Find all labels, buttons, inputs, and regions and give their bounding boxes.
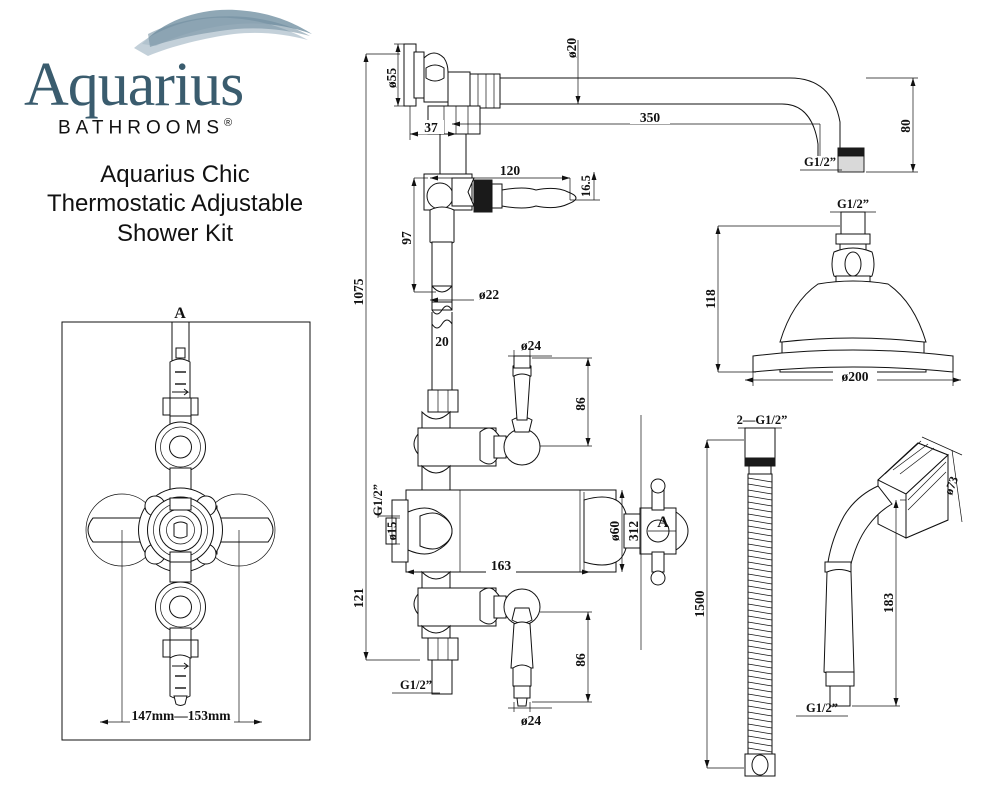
dim-inlet-diameter: ø15 [385, 517, 400, 545]
thread-label-arm-text: G1/2” [804, 155, 836, 169]
dim-total-height-label: 1075 [351, 278, 366, 305]
dim-handle-height-top: 86 [532, 357, 592, 447]
front-view-section-label: A [174, 305, 186, 322]
dim-shower-head-diameter-label: ø200 [842, 369, 869, 384]
dim-wall-offset: 37 [409, 106, 456, 140]
dim-arm-length-label: 350 [640, 110, 661, 125]
thread-label-outlet-text: G1/2” [400, 678, 432, 692]
dim-shower-head-height: 118 [703, 225, 840, 373]
dim-handle-height-top-label: 86 [573, 397, 588, 411]
dim-handset-head-diameter: ø73 [921, 436, 963, 523]
dim-arm-length: 350 [452, 110, 821, 156]
hose-coil-pattern [747, 477, 773, 753]
thread-label-inlet: G1/2” [371, 484, 400, 518]
brand-subtitle: BATHROOMS® [24, 117, 324, 139]
dim-total-height: 1075 [351, 53, 400, 530]
dim-shower-head-diameter: ø200 [745, 369, 961, 386]
brand-name: Aquarius [24, 51, 244, 119]
shower-head-thread-label: G1/2” [830, 197, 876, 213]
dim-riser-22-label: ø22 [479, 287, 500, 302]
dim-inlet-diameter-label: ø15 [385, 522, 399, 541]
dim-handle-offset: 16.5 [570, 172, 600, 201]
dim-riser-width-label: 20 [435, 334, 449, 349]
brand-subtitle-text: BATHROOMS [58, 117, 225, 139]
dim-shower-head-height-label: 118 [703, 289, 718, 309]
dim-handle-dia-bottom: ø24 [508, 702, 552, 728]
dim-hose-length-label: 1500 [692, 590, 707, 617]
front-upper-valve [155, 415, 206, 501]
dim-wall-offset-label: 37 [424, 120, 438, 135]
hose-thread-label: 2—G1/2” [737, 413, 788, 429]
dim-arm-drop-label: 80 [898, 119, 913, 133]
diverter-assembly [423, 173, 577, 311]
dim-valve-center-label: 312 [626, 521, 641, 542]
hose-diagram: 2—G1/2” 1500 [692, 413, 788, 777]
dim-upper-height-label: 97 [399, 231, 414, 245]
dim-handset-length: 183 [852, 499, 906, 707]
dim-valve-diameter-label: ø60 [607, 521, 622, 542]
front-lower-valve [155, 561, 206, 643]
product-title-line1: Aquarius Chic [100, 161, 250, 188]
shower-head-thread-text: G1/2” [837, 197, 869, 211]
dim-arm-drop: 80 [866, 77, 918, 173]
product-title: Aquarius Chic Thermostatic Adjustable Sh… [10, 160, 340, 248]
dim-hose-length: 1500 [692, 439, 744, 769]
dim-valve-diameter: ø60 [607, 490, 625, 572]
valve-assembly [385, 355, 689, 707]
main-section-marker: A [648, 514, 676, 532]
main-elevation-diagram: ø55 ø20 350 [351, 38, 918, 728]
dim-diverter-handle: 120 [430, 162, 571, 200]
hose-thread-text: 2—G1/2” [737, 413, 788, 427]
dim-handle-height-bottom-label: 86 [573, 653, 588, 667]
dim-handle-dia-bottom-label: ø24 [521, 713, 542, 728]
brand-logo: Aquarius BATHROOMS® [24, 4, 324, 139]
front-riser-top [162, 321, 199, 417]
dim-handset-length-label: 183 [881, 593, 896, 614]
dim-handle-height-bottom: 86 [532, 611, 592, 703]
dim-riser-22: ø22 [430, 287, 499, 303]
shower-arm-assembly [403, 43, 865, 175]
riser-pipe [431, 305, 453, 390]
wave-icon [134, 9, 312, 56]
dim-lower-height-label: 121 [351, 588, 366, 609]
registered-mark-icon: ® [224, 116, 233, 129]
dim-flange-diameter-label: ø55 [384, 68, 399, 89]
shower-head-diagram: G1/2” 118 ø200 [703, 197, 961, 386]
thread-label-inlet-text: G1/2” [371, 484, 385, 516]
front-width-dimension: 147mm—153mm [100, 530, 262, 725]
front-riser-bottom [162, 639, 199, 706]
dim-valve-width-label: 163 [491, 558, 512, 573]
dim-upper-height: 97 [399, 177, 436, 293]
dim-handle-offset-label: 16.5 [579, 175, 593, 197]
dim-valve-width: 163 [406, 558, 590, 575]
thread-label-arm: G1/2” [800, 155, 842, 171]
thread-label-outlet: G1/2” [392, 678, 440, 694]
dim-handle-dia-top-label: ø24 [521, 338, 542, 353]
dim-arm-diameter: ø20 [564, 38, 581, 104]
front-view-diagram: A [61, 305, 311, 741]
handset-thread-text: G1/2” [806, 701, 838, 715]
handset-thread-label: G1/2” [796, 701, 848, 717]
handset-diagram: ø73 183 G1/2” [796, 436, 963, 717]
product-title-line2: Thermostatic Adjustable [46, 190, 304, 218]
dim-arm-diameter-label: ø20 [564, 38, 579, 59]
main-section-label: A [657, 514, 669, 531]
dim-diverter-handle-label: 120 [500, 163, 521, 178]
dim-handset-head-diameter-label: ø73 [941, 474, 961, 496]
dim-handle-dia-top: ø24 [508, 338, 552, 360]
dim-lower-height: 121 [351, 530, 420, 661]
front-width-dimension-label: 147mm—153mm [132, 708, 232, 723]
product-title-line3: Shower Kit [116, 219, 234, 247]
dim-valve-center: 312 [626, 415, 642, 650]
dim-flange-diameter: ø55 [384, 43, 404, 107]
front-cross-handle [85, 487, 276, 573]
